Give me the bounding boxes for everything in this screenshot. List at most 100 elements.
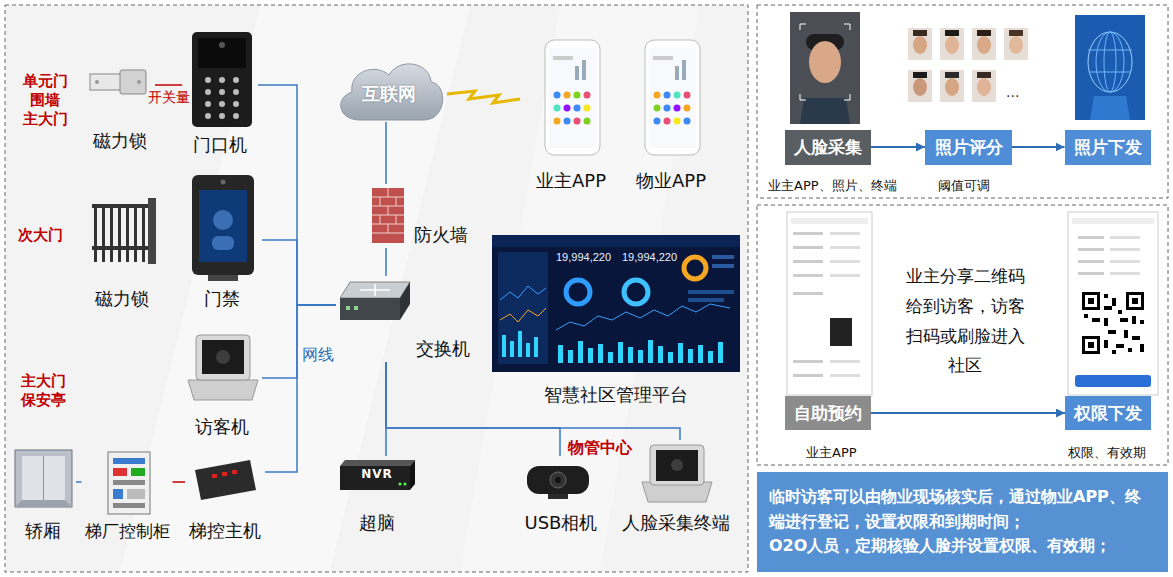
qr-screenshot [1084, 314, 1088, 318]
gate-lock-icon [134, 204, 137, 262]
access-terminal-icon [192, 175, 254, 281]
qr-screenshot [1132, 298, 1138, 304]
qr-screenshot [1068, 212, 1158, 395]
door-station-icon [192, 32, 252, 127]
app-screenshot [793, 260, 823, 263]
connector [155, 84, 182, 86]
elevator-controller-icon [195, 460, 256, 500]
app-screenshot [830, 246, 860, 249]
dashboard-screen [558, 345, 563, 363]
usb-camera-icon [550, 472, 566, 488]
phone-icon [645, 40, 700, 155]
text-label: ... [1006, 84, 1019, 100]
right-panel [757, 205, 1168, 465]
qr-screenshot [1088, 342, 1094, 348]
face-photo [809, 41, 841, 83]
app-screenshot [830, 374, 860, 377]
node-label: 互联网 [362, 82, 416, 106]
internet-cloud [341, 64, 443, 120]
text-label: 网线 [302, 345, 334, 366]
node-label: 轿厢 [25, 521, 61, 542]
dashboard-screen [492, 235, 740, 247]
dashboard-screen [588, 348, 593, 363]
connector [385, 122, 387, 184]
nvr-icon [340, 466, 410, 490]
gate-lock-icon [110, 204, 113, 262]
door-station-icon [219, 113, 225, 119]
elevator-cabinet-icon [131, 468, 145, 476]
phone-icon [584, 105, 591, 112]
wireless-bolt [447, 91, 520, 103]
elevator-car-icon [15, 500, 72, 507]
dashboard-screen [684, 257, 706, 279]
photo-grid [977, 36, 991, 54]
qr-screenshot [1110, 248, 1140, 251]
face-terminal-icon [650, 445, 704, 485]
door-station-icon [205, 101, 211, 107]
elevator-cabinet-icon [127, 489, 145, 499]
qr-screenshot [1140, 344, 1144, 352]
gate-lock-icon [102, 204, 105, 262]
node-label: 权限下发 [1074, 402, 1142, 425]
firewall-icon [396, 197, 397, 206]
magnetic-lock-icon [137, 80, 141, 84]
door-station-icon [233, 89, 239, 95]
door-station-icon [219, 42, 225, 48]
qr-screenshot [1110, 236, 1140, 239]
qr-screenshot [1120, 318, 1128, 322]
phone-icon [574, 105, 581, 112]
phone-icon [682, 60, 686, 80]
photo-grid [945, 30, 959, 36]
qr-screenshot [1110, 260, 1140, 263]
connector [262, 240, 336, 305]
device-node: 物业APP [627, 38, 715, 194]
device-node: 业主APP [527, 38, 615, 194]
qr-screenshot [1140, 320, 1144, 324]
connector [173, 481, 186, 483]
firewall-icon [388, 206, 389, 215]
app-screenshot [787, 212, 872, 395]
node-label: 人脸采集 [794, 136, 862, 159]
elevator-cabinet-icon [113, 489, 123, 499]
note-box: 临时访客可以由物业现场核实后，通过物业APP、终端进行登记，设置权限和到期时间；… [757, 472, 1168, 572]
phone-icon [664, 118, 671, 125]
dashboard-screen [556, 304, 730, 330]
photo-grid [940, 28, 964, 60]
phone-icon [554, 92, 561, 99]
elevator-controller-icon [232, 470, 237, 474]
face-scan-image [1090, 96, 1130, 120]
process-box: 照片下发 [1065, 130, 1151, 165]
text-label: 19,994,220 [556, 251, 611, 263]
face-photo [800, 24, 806, 30]
firewall-icon [372, 188, 404, 243]
device-node: 智慧社区管理平台 [490, 233, 742, 408]
node-label: 超脑 [359, 513, 395, 534]
photo-grid [945, 72, 959, 78]
node-label: 磁力锁 [95, 289, 149, 310]
phone-icon [574, 118, 581, 125]
magnetic-lock-icon [120, 70, 146, 94]
access-terminal-icon [199, 190, 247, 262]
qr-screenshot [1078, 236, 1104, 239]
connector [76, 481, 82, 483]
photo-grid [913, 30, 927, 36]
node-label: 交换机 [416, 339, 470, 360]
phone-icon [564, 92, 571, 99]
qr-screenshot [1112, 298, 1116, 306]
gate-lock-icon [118, 204, 121, 262]
node-label: 业主APP [536, 171, 606, 192]
dashboard-screen [534, 337, 538, 357]
device-node: 梯控主机 [185, 446, 265, 544]
dashboard-screen [712, 264, 734, 268]
qr-screenshot [1088, 298, 1094, 304]
photo-grid [977, 78, 991, 96]
qr-screenshot [1104, 340, 1108, 348]
text-label: 次大门 [18, 226, 63, 245]
text-label: 业主分享二维码给到访客，访客扫码或刷脸进入社区 [902, 262, 1028, 381]
door-station-icon [205, 77, 211, 83]
visitor-machine-icon [188, 335, 258, 400]
app-screenshot [793, 232, 823, 235]
qr-screenshot [1126, 292, 1144, 310]
switch-icon [374, 284, 376, 296]
